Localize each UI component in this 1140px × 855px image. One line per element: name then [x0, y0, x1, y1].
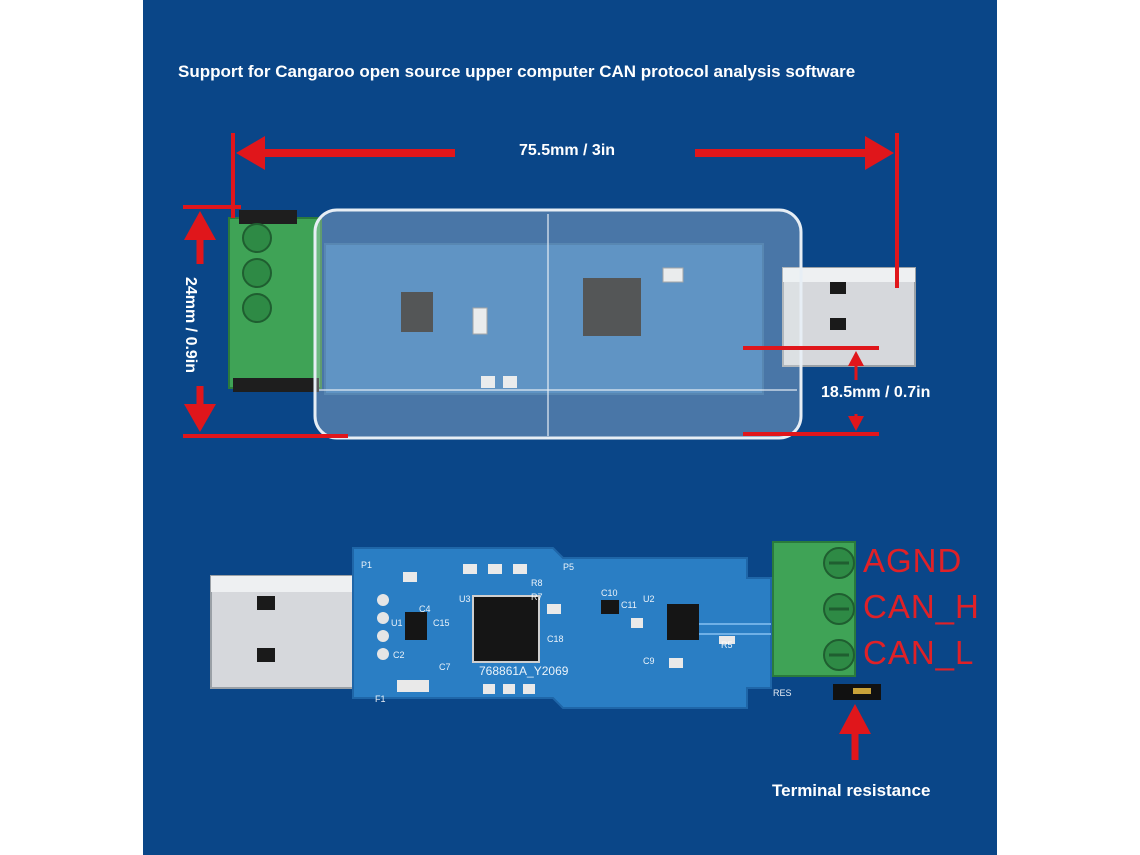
- usb-width-arrow: [743, 346, 879, 436]
- usb-plug-bottom: [210, 575, 358, 689]
- silkscreen-ref: C7: [439, 662, 451, 672]
- mcu-chip-top: [583, 278, 641, 336]
- length-label: 75.5mm / 3in: [519, 142, 616, 159]
- silkscreen-ref: U1: [391, 618, 403, 628]
- transceiver-chip-bottom: [667, 604, 699, 640]
- pin-label-can-h: CAN_H: [863, 588, 980, 625]
- bottom-device: [210, 541, 881, 709]
- pin-label-can-l: CAN_L: [863, 634, 975, 671]
- terminal-resistance-label: Terminal resistance: [772, 781, 931, 800]
- silkscreen-ref: C4: [419, 604, 431, 614]
- terminal-block-bottom: [772, 541, 856, 677]
- mcu-chip-bottom: [472, 595, 540, 663]
- top-device: [228, 208, 916, 440]
- silkscreen-ref: F1: [375, 694, 386, 704]
- silkscreen-ref: R7: [531, 592, 543, 602]
- pcb-top: [324, 243, 764, 395]
- transparent-case: [313, 208, 803, 440]
- product-illustration: [183, 133, 916, 760]
- length-arrow: [231, 133, 899, 288]
- height-label: 24mm / 0.9in: [182, 276, 199, 374]
- silkscreen-ref: C2: [393, 650, 405, 660]
- silkscreen-ref: R5: [721, 640, 733, 650]
- silkscreen-ref: C11: [621, 600, 637, 610]
- pcb-marking: 768861A_Y2069: [479, 664, 569, 678]
- transceiver-chip-top: [401, 292, 433, 332]
- silkscreen-ref: C18: [547, 634, 564, 644]
- product-panel: Support for Cangaroo open source upper c…: [143, 0, 997, 855]
- silkscreen-ref: C10: [601, 588, 618, 598]
- pin-label-agnd: AGND: [863, 542, 963, 579]
- silkscreen-ref: P5: [563, 562, 575, 572]
- silkscreen-ref: RES: [773, 688, 792, 698]
- usb-width-label: 18.5mm / 0.7in: [821, 384, 931, 401]
- silkscreen-ref: U2: [643, 594, 655, 604]
- silkscreen-ref: P1: [361, 560, 373, 570]
- silkscreen-ref: R8: [531, 578, 543, 588]
- silkscreen-ref: U3: [459, 594, 471, 604]
- terminal-block-top: [228, 210, 322, 392]
- terminal-resistance-arrow: [839, 704, 871, 760]
- height-arrow: [183, 205, 348, 438]
- pcb-bottom: [352, 547, 772, 709]
- silkscreen-ref: C9: [643, 656, 655, 666]
- headline: Support for Cangaroo open source upper c…: [178, 62, 856, 81]
- silkscreen-ref: C15: [433, 618, 450, 628]
